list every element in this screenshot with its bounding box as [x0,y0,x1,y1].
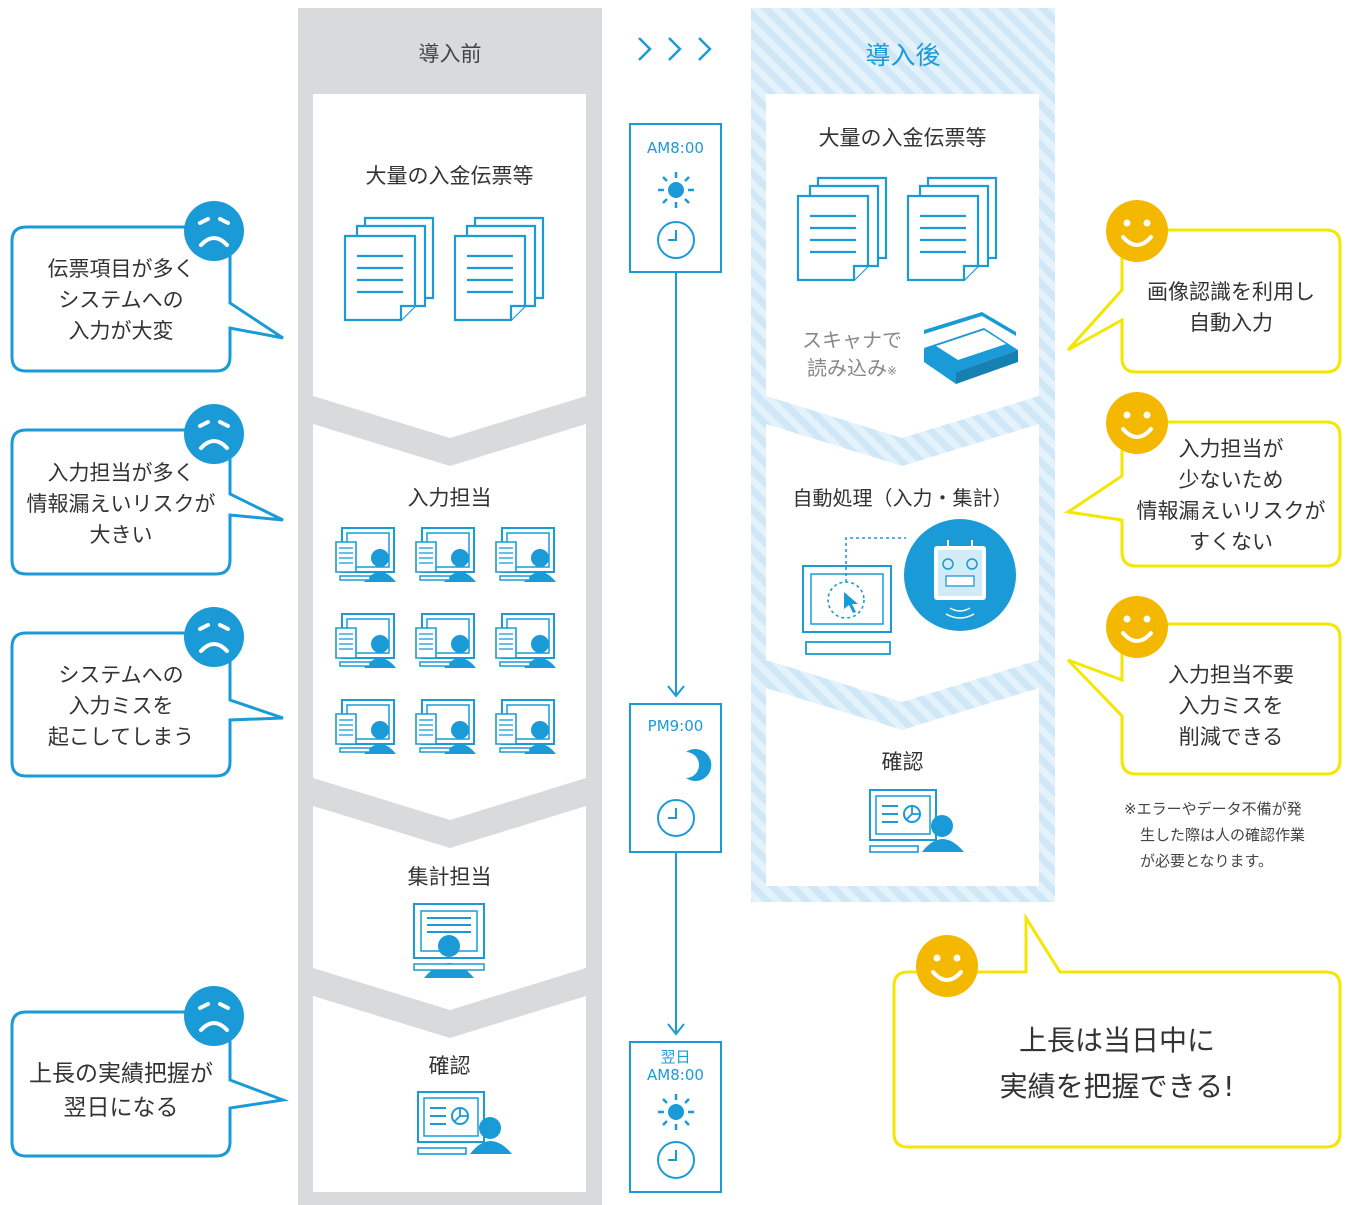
documents-icon [453,216,545,322]
arrows-icon [638,37,712,61]
time-label: PM9:00 [647,717,704,735]
final-benefit-text: 上長は当日中に 実績を把握できる! [999,1024,1235,1103]
timeline [629,123,722,1193]
footnote: ※エラーやデータ不備が発 生した際は人の確認作業 が必要となります。 [1124,800,1306,870]
robot-icon [904,519,1016,631]
time-label: AM8:00 [647,139,704,157]
sad-face-icon [182,605,246,669]
problem-text: 入力担当が多く 情報漏えいリスクが 大きい [26,461,216,547]
clock-icon [657,1141,695,1179]
before-step-label: 確認 [428,1054,471,1078]
problem-text: システムへの 入力ミスを 起こしてしまう [47,663,195,749]
sad-face-icon [182,984,246,1048]
benefit-text: 入力担当不要 入力ミスを 削減できる [1168,663,1294,749]
smile-icon [914,933,980,999]
time-label: AM8:00 [647,1066,704,1084]
before-step-1-box [313,94,586,438]
problem-bubbles [10,225,289,1158]
after-step-label: 自動処理（入力・集計） [792,486,1013,510]
after-step-label: 大量の入金伝票等 [818,126,987,150]
problem-text: 上長の実績把握が 翌日になる [29,1061,213,1121]
benefit-text: 画像認識を利用し 自動入力 [1147,280,1315,335]
before-column [298,8,602,1205]
after-header: 導入後 [865,41,941,70]
sun-icon [656,1092,696,1132]
documents-icon [906,176,998,282]
sad-face-icon [182,402,246,466]
clock-icon [657,221,695,259]
problem-text: 伝票項目が多く システムへの 入力が大変 [47,257,195,343]
scanner-icon [924,312,1018,384]
after-column [751,8,1055,902]
computer-icon [802,537,906,655]
sad-face-icon [182,199,246,263]
sun-icon [656,170,696,210]
before-step-label: 大量の入金伝票等 [365,164,534,188]
benefit-text: 入力担当が 少ないため 情報漏えいリスクが すくない [1136,437,1326,554]
before-step-label: 入力担当 [407,486,492,510]
documents-icon [343,216,435,322]
clock-icon [657,799,695,837]
time-label-day: 翌日 [660,1048,691,1066]
before-header: 導入前 [418,42,482,66]
documents-icon [796,176,888,282]
smile-icon [1104,594,1170,660]
scanner-label: スキャナで 読み込み※ [802,328,902,380]
before-step-label: 集計担当 [407,865,492,889]
moon-icon [686,749,712,781]
aggregation-pc-icon [413,903,485,978]
after-step-label: 確認 [881,750,924,774]
smile-icon [1104,198,1170,264]
benefit-bubbles [892,228,1342,1149]
